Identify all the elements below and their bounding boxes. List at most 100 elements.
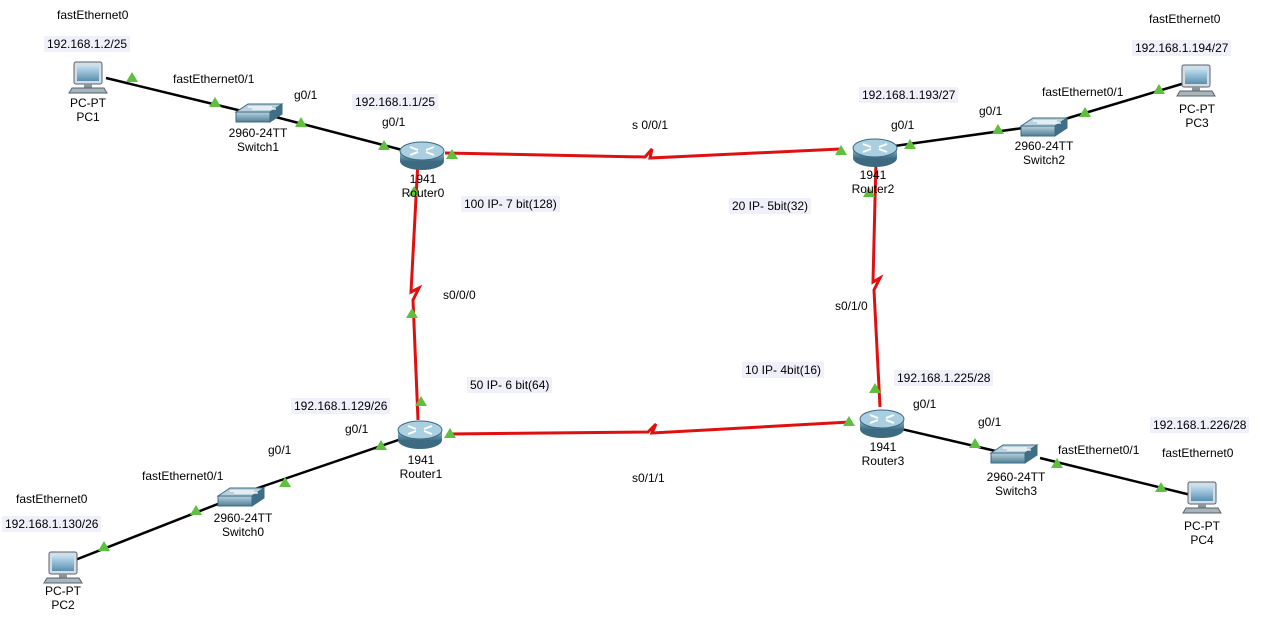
port-up-icon [375, 440, 387, 450]
serial-s001-label: s 0/0/1 [632, 118, 669, 132]
router2-caption: 1941 Router2 [843, 168, 903, 196]
pc2-caption: PC-PT PC2 [33, 584, 93, 612]
serial-s010-label: s0/1/0 [835, 299, 868, 313]
switch1-g-label: g0/1 [294, 88, 318, 102]
pc1-caption: PC-PT PC1 [58, 96, 118, 124]
pc2-icon[interactable] [43, 551, 83, 584]
router2-icon[interactable] [852, 138, 898, 168]
pc3-ip-label: 192.168.1.194/27 [1132, 40, 1232, 56]
switch1-caption: 2960-24TT Switch1 [218, 126, 298, 154]
switch2-icon[interactable] [1020, 117, 1068, 137]
switch3-fa-label: fastEthernet0/1 [1058, 443, 1140, 457]
pc4-iface-label: fastEthernet0 [1162, 446, 1234, 460]
port-up-icon [190, 505, 202, 515]
switch0-g-label: g0/1 [268, 443, 292, 457]
port-up-icon [869, 383, 881, 393]
port-up-icon [1153, 84, 1165, 94]
switch1-name: Switch1 [236, 140, 280, 154]
pc4-ip-label: 192.168.1.226/28 [1150, 417, 1250, 433]
port-up-icon [835, 145, 847, 155]
router3-model: 1941 [869, 440, 897, 454]
port-up-icon [209, 97, 221, 107]
serial-link-router0-router1 [409, 159, 423, 421]
serial-link-router0-router2 [444, 147, 841, 160]
router1-ip-label: 192.168.1.129/26 [291, 398, 391, 414]
router2-ip-label: 192.168.1.193/27 [859, 87, 959, 103]
pc4-icon[interactable] [1182, 481, 1222, 514]
port-up-icon [444, 428, 456, 438]
router3-ip-label: 192.168.1.225/28 [894, 370, 994, 386]
port-up-icon [1079, 107, 1091, 117]
pc3-iface-label: fastEthernet0 [1149, 12, 1221, 26]
pc2-name: PC2 [51, 598, 75, 612]
switch0-icon[interactable] [217, 487, 265, 507]
switch3-caption: 2960-24TT Switch3 [976, 470, 1056, 498]
port-up-icon [1051, 458, 1063, 468]
router0-name: Router0 [401, 186, 445, 200]
router2-model: 1941 [859, 168, 887, 182]
link-switch0-pc2 [69, 498, 229, 564]
router1-icon[interactable] [397, 420, 443, 450]
pc2-model: PC-PT [45, 584, 81, 598]
port-up-icon [904, 139, 916, 149]
port-up-icon [863, 187, 875, 197]
lan3-note: 10 IP- 4bit(16) [742, 362, 825, 378]
link-router1-switch0 [254, 434, 411, 491]
port-up-icon [446, 149, 458, 159]
port-up-icon [1155, 482, 1167, 492]
router1-name: Router1 [399, 467, 443, 481]
port-up-icon [279, 477, 291, 487]
switch2-caption: 2960-24TT Switch2 [1004, 139, 1084, 167]
pc2-iface-label: fastEthernet0 [16, 492, 88, 506]
pc1-name: PC1 [76, 110, 100, 124]
port-up-icon [415, 396, 427, 406]
pc1-iface-label: fastEthernet0 [57, 8, 129, 22]
port-up-icon [378, 140, 390, 150]
port-up-icon [98, 541, 110, 551]
port-up-icon [992, 124, 1004, 134]
lan1-note: 50 IP- 6 bit(64) [467, 377, 553, 393]
pc4-model: PC-PT [1184, 519, 1220, 533]
port-up-icon [126, 72, 138, 82]
pc3-name: PC3 [1185, 116, 1209, 130]
port-indicators [98, 72, 1167, 551]
port-up-icon [295, 117, 307, 127]
router2-name: Router2 [851, 182, 895, 196]
router3-icon[interactable] [859, 409, 905, 439]
switch2-model: 2960-24TT [1014, 139, 1074, 153]
port-up-icon [406, 308, 418, 318]
router3-name: Router3 [861, 454, 905, 468]
router1-model: 1941 [407, 453, 435, 467]
switch0-name: Switch0 [221, 525, 265, 539]
pc3-icon[interactable] [1176, 64, 1216, 97]
pc1-icon[interactable] [68, 61, 108, 94]
router0-icon[interactable] [399, 141, 445, 171]
router1-caption: 1941 Router1 [391, 453, 451, 481]
serial-link-router2-router3 [871, 159, 884, 408]
pc4-name: PC4 [1190, 533, 1214, 547]
router0-caption: 1941 Router0 [393, 172, 453, 200]
switch3-name: Switch3 [994, 484, 1038, 498]
port-up-icon [408, 186, 420, 196]
switch3-icon[interactable] [990, 444, 1038, 464]
pc3-model: PC-PT [1179, 102, 1215, 116]
router1-g-label: g0/1 [345, 422, 369, 436]
pc1-model: PC-PT [70, 96, 106, 110]
pc3-caption: PC-PT PC3 [1167, 102, 1227, 130]
port-up-icon [969, 438, 981, 448]
switch3-g-label: g0/1 [978, 415, 1002, 429]
link-router2-switch2 [879, 125, 1031, 150]
switch2-g-label: g0/1 [979, 104, 1003, 118]
port-up-icon [843, 416, 855, 426]
router3-g-label: g0/1 [913, 397, 937, 411]
switch1-fa-label: fastEthernet0/1 [173, 72, 255, 86]
link-pc1-switch1 [105, 76, 247, 114]
switch1-icon[interactable] [235, 103, 283, 123]
pc4-caption: PC-PT PC4 [1172, 519, 1232, 547]
link-switch3-pc4 [1039, 456, 1196, 498]
router2-g-label: g0/1 [891, 118, 915, 132]
switch0-caption: 2960-24TT Switch0 [203, 511, 283, 539]
switch2-fa-label: fastEthernet0/1 [1042, 85, 1124, 99]
serial-s011-label: s0/1/1 [632, 471, 665, 485]
